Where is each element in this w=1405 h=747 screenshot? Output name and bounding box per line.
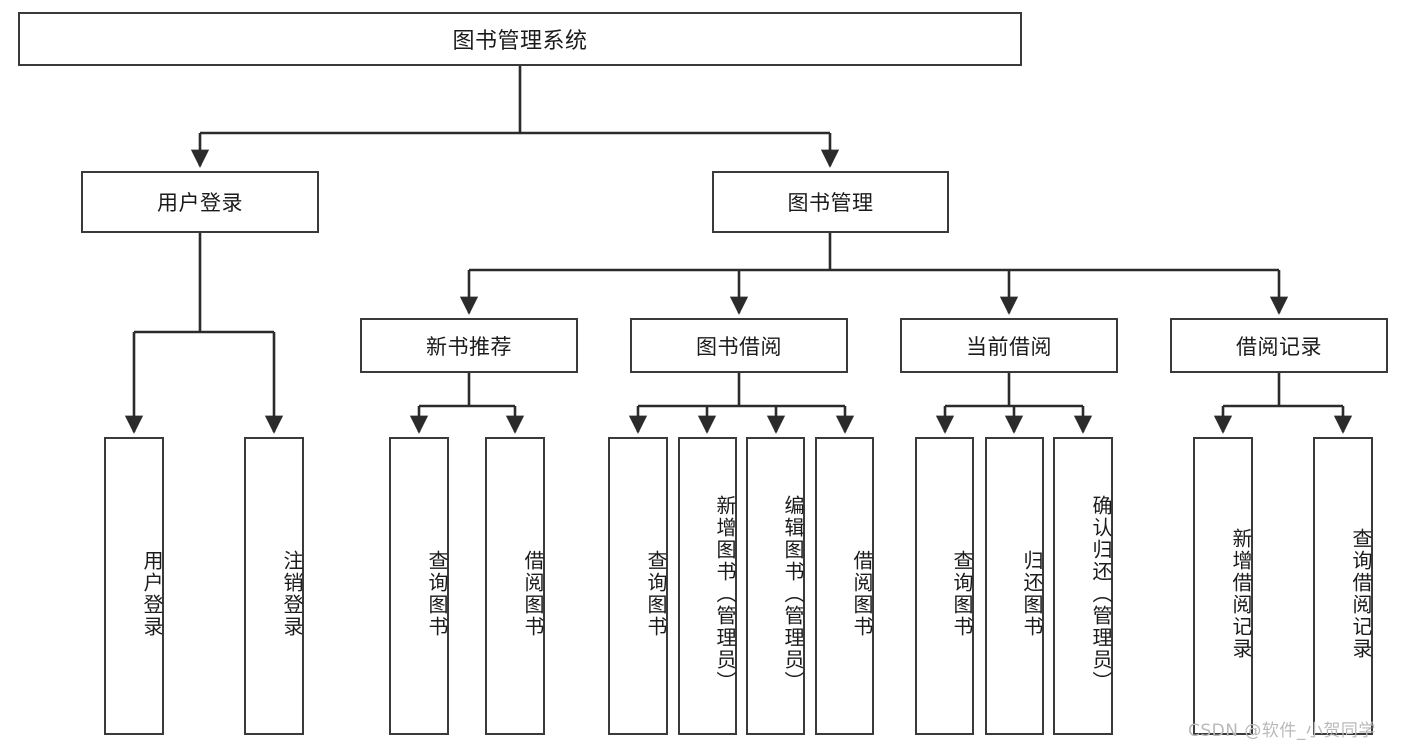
node-root[interactable]: 图书管理系统 bbox=[18, 12, 1022, 66]
leaf-edit-book-admin[interactable]: 编辑图书（管理员） bbox=[746, 437, 805, 735]
leaf-query-borrow-record[interactable]: 查询借阅记录 bbox=[1313, 437, 1373, 735]
leaf-return-book[interactable]: 归还图书 bbox=[985, 437, 1044, 735]
leaf-query-book-current[interactable]: 查询图书 bbox=[915, 437, 974, 735]
leaf-borrow-book[interactable]: 借阅图书 bbox=[815, 437, 874, 735]
leaf-query-book-borrow[interactable]: 查询图书 bbox=[608, 437, 668, 735]
leaf-query-book-newbook[interactable]: 查询图书 bbox=[389, 437, 449, 735]
node-book-borrow[interactable]: 图书借阅 bbox=[630, 318, 848, 373]
csdn-watermark: CSDN @软件_小贺同学 bbox=[1188, 721, 1376, 741]
leaf-add-borrow-record[interactable]: 新增借阅记录 bbox=[1193, 437, 1253, 735]
node-borrow-record[interactable]: 借阅记录 bbox=[1170, 318, 1388, 373]
node-current-borrow[interactable]: 当前借阅 bbox=[900, 318, 1118, 373]
node-user-login[interactable]: 用户登录 bbox=[81, 171, 319, 233]
leaf-user-login[interactable]: 用户登录 bbox=[104, 437, 164, 735]
leaf-add-book-admin[interactable]: 新增图书（管理员） bbox=[678, 437, 737, 735]
node-book-management[interactable]: 图书管理 bbox=[712, 171, 949, 233]
node-new-book-recommend[interactable]: 新书推荐 bbox=[360, 318, 578, 373]
leaf-borrow-book-newbook[interactable]: 借阅图书 bbox=[485, 437, 545, 735]
leaf-confirm-return-admin[interactable]: 确认归还（管理员） bbox=[1053, 437, 1113, 735]
leaf-logout-login[interactable]: 注销登录 bbox=[244, 437, 304, 735]
